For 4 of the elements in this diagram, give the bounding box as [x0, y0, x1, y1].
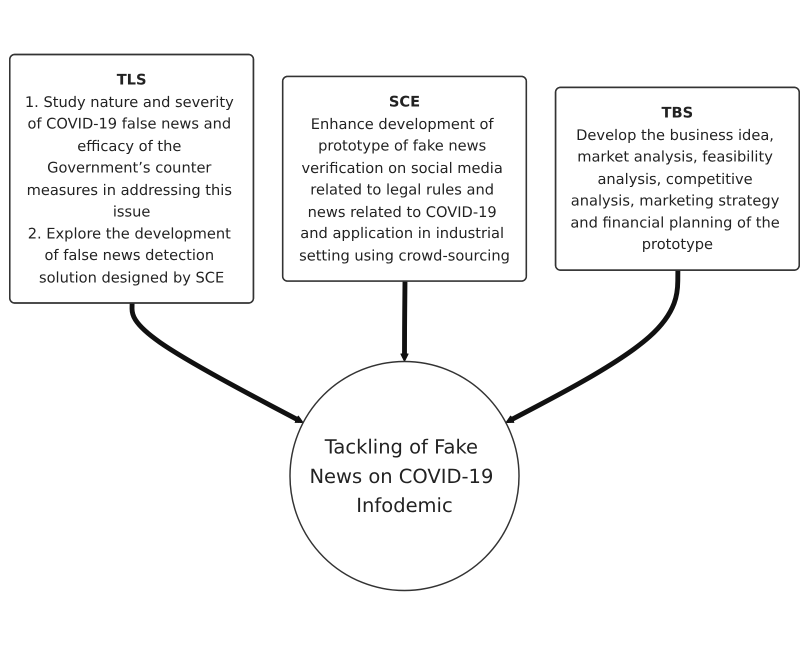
- arrow: [505, 270, 680, 424]
- arrow: [400, 282, 409, 362]
- node-circle: Tackling of Fake News on COVID-19 Infodemic: [289, 360, 520, 592]
- arrow: [130, 303, 304, 424]
